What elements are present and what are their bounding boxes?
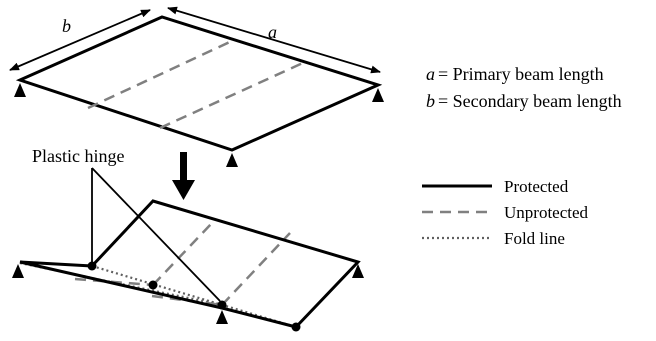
definition-b: b= Secondary beam length — [426, 91, 622, 111]
unprotected-beam-1 — [87, 38, 235, 110]
unprotected-beam-6 — [221, 232, 291, 306]
plastic-hinge-dot — [291, 322, 301, 332]
unprotected-beam-5 — [151, 294, 223, 307]
legend-label-fold-line: Fold line — [504, 229, 565, 248]
support-icon — [372, 88, 384, 102]
collapsed-slab: Plastic hinge — [12, 146, 364, 332]
definition-a-symbol: a — [426, 64, 435, 84]
arrow-shaft — [180, 152, 187, 182]
legend-label-protected: Protected — [504, 177, 569, 196]
support-icon — [226, 153, 238, 167]
support-icon — [352, 264, 364, 278]
support-icon — [216, 310, 228, 324]
unprotected-beam-4 — [152, 222, 213, 286]
dimension-arrow-a — [167, 6, 381, 74]
dimension-label-b: b — [62, 16, 71, 36]
plastic-hinge-dot — [87, 261, 97, 271]
definition-b-symbol: b — [426, 91, 435, 111]
support-icon — [14, 83, 26, 97]
legend: Protected Unprotected Fold line — [422, 177, 589, 248]
protected-edge-far — [90, 199, 361, 329]
support-icon — [12, 264, 24, 278]
definition-b-text: = Secondary beam length — [438, 91, 622, 111]
plastic-hinge-label: Plastic hinge — [32, 146, 125, 166]
hinge-leader-2 — [91, 167, 221, 302]
unprotected-beam-2 — [159, 60, 306, 130]
fold-line-2 — [19, 261, 223, 307]
definitions: a= Primary beam length b= Secondary beam… — [426, 64, 622, 111]
definition-a-text: = Primary beam length — [438, 64, 604, 84]
fold-line-1 — [91, 264, 297, 329]
undeformed-slab: b a — [9, 6, 384, 167]
dimension-label-a: a — [268, 22, 277, 42]
protected-edge-near — [19, 260, 297, 329]
dimension-arrow-b — [9, 9, 151, 71]
plastic-hinge-dot — [148, 280, 158, 290]
arrow-head — [172, 180, 195, 200]
legend-label-unprotected: Unprotected — [504, 203, 589, 222]
plastic-hinge-dot — [217, 300, 227, 310]
definition-a: a= Primary beam length — [426, 64, 604, 84]
transition-arrow — [172, 152, 195, 200]
slab-outline — [15, 15, 383, 152]
